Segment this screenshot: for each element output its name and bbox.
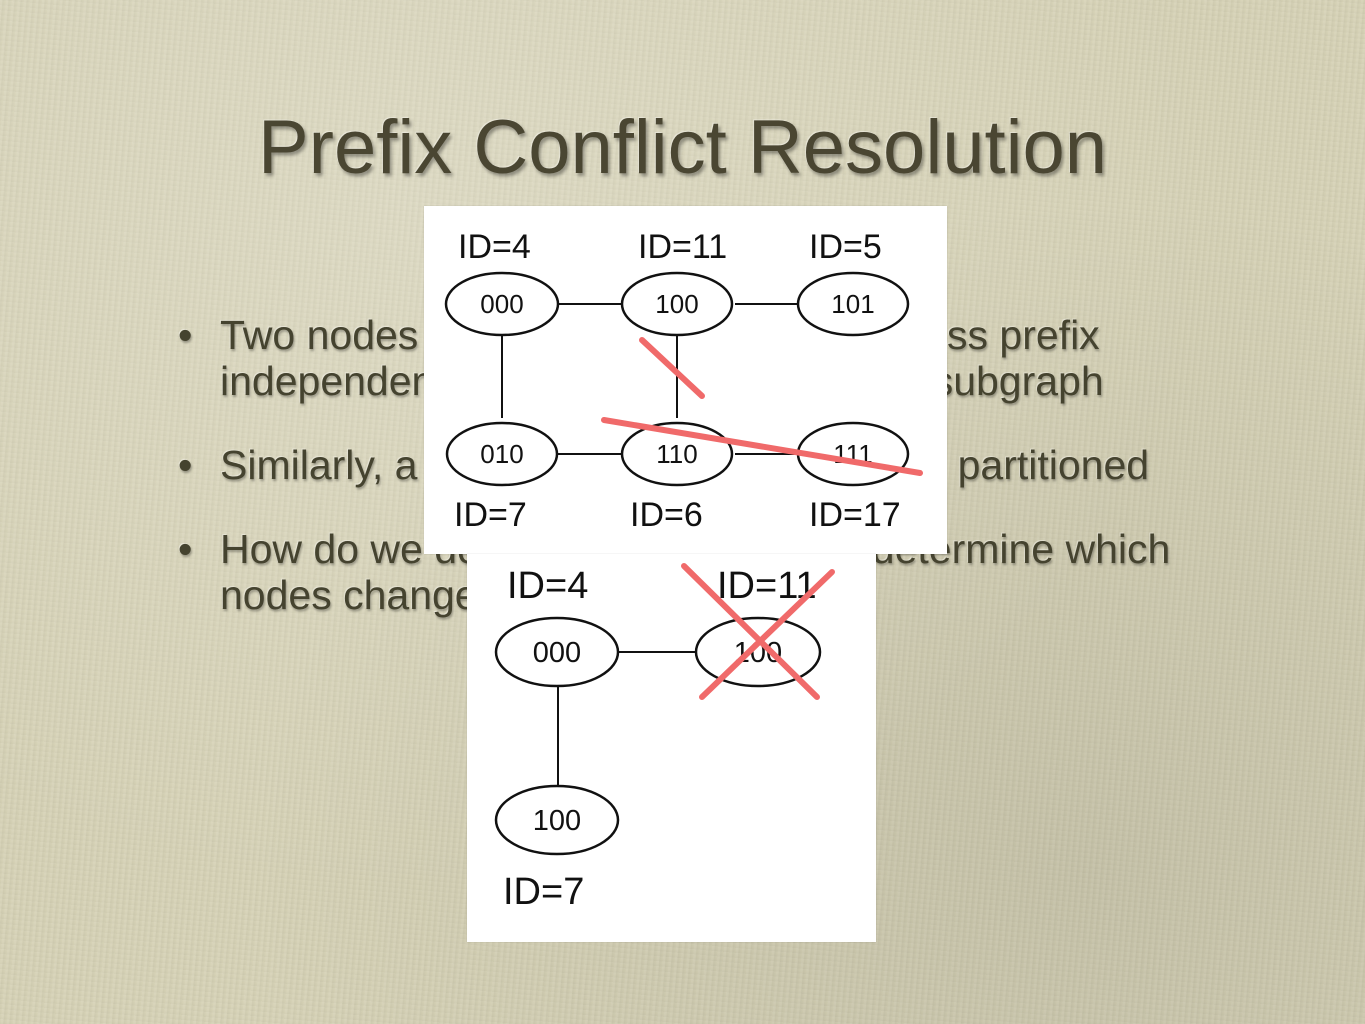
node-id-label: ID=11 bbox=[638, 228, 727, 266]
graph-node bbox=[494, 784, 620, 856]
node-address: 100 bbox=[655, 289, 698, 319]
bullet-marker: • bbox=[178, 442, 193, 488]
node-id-label: ID=5 bbox=[809, 228, 882, 266]
top-graph-figure: ID=4 ID=11 ID=5 000 100 101 010 110 111 … bbox=[424, 206, 947, 554]
node-address: 010 bbox=[480, 439, 523, 469]
node-cross-mark bbox=[681, 563, 820, 700]
graph-node bbox=[445, 421, 559, 487]
top-graph-svg: ID=4 ID=11 ID=5 000 100 101 010 110 111 … bbox=[444, 228, 923, 534]
graph-node bbox=[620, 271, 734, 337]
node-address: 110 bbox=[656, 439, 697, 469]
slide-title: Prefix Conflict Resolution bbox=[257, 105, 1108, 190]
node-id-label: ID=6 bbox=[630, 496, 703, 534]
node-cross-mark bbox=[699, 569, 835, 700]
node-address: 000 bbox=[533, 637, 581, 669]
graph-node bbox=[494, 616, 620, 688]
node-id-label: ID=7 bbox=[503, 871, 584, 913]
graph-node bbox=[444, 271, 560, 337]
node-id-label: ID=7 bbox=[454, 496, 527, 534]
node-address: 101 bbox=[831, 289, 874, 319]
node-id-label: ID=4 bbox=[458, 228, 531, 266]
graph-node bbox=[796, 271, 910, 337]
node-address: 000 bbox=[480, 289, 523, 319]
edge-cut-mark bbox=[601, 417, 923, 476]
node-id-label: ID=4 bbox=[507, 565, 588, 607]
bottom-graph-figure: ID=4 ID=11 000 100 100 ID=7 bbox=[467, 554, 876, 942]
bullet-marker: • bbox=[178, 312, 193, 358]
bottom-graph-svg: ID=4 ID=11 000 100 100 ID=7 bbox=[494, 563, 835, 913]
edge-cut-mark bbox=[639, 337, 705, 399]
bullet-marker: • bbox=[178, 526, 193, 572]
node-id-label: ID=17 bbox=[809, 496, 901, 534]
node-address: 100 bbox=[533, 805, 581, 837]
